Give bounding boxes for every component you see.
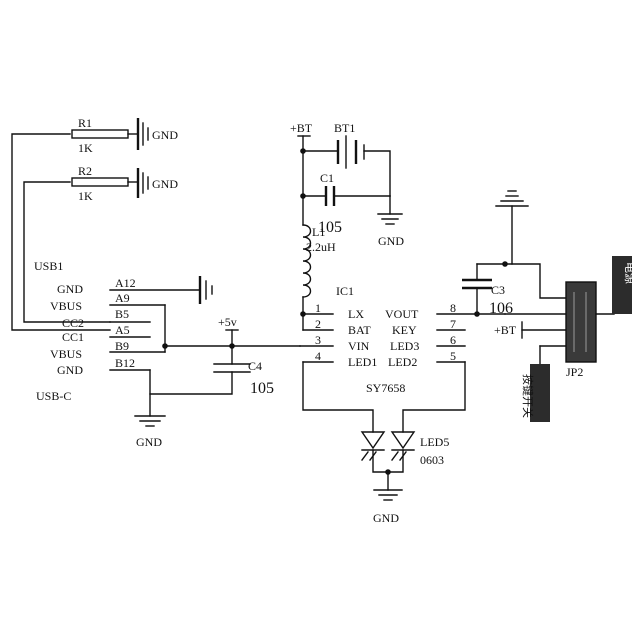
- ic-pin-name-led3: LED3: [390, 339, 419, 353]
- led-ref: LED5: [420, 435, 449, 449]
- r1-value: 1K: [78, 141, 93, 155]
- ic-ref: IC1: [336, 284, 354, 298]
- power-tab-label: 电源: [623, 262, 637, 284]
- jp2-ref: JP2: [566, 365, 583, 379]
- led-package: 0603: [420, 453, 444, 467]
- connector-section: C3 106 +BT JP2 电源 按键开关: [462, 191, 637, 422]
- ic-pin-num-8: 8: [450, 301, 456, 315]
- jp2-body: [566, 282, 596, 362]
- led-diode-b: [392, 432, 414, 448]
- usb-pin-name-vbus-a9: VBUS: [50, 299, 82, 313]
- c4-net-label: +5v: [218, 315, 237, 329]
- usb-pin-name-cc2: CC2: [62, 316, 84, 330]
- ic-pin-num-5: 5: [450, 349, 456, 363]
- ic-pin-num-6: 6: [450, 333, 456, 347]
- usb-pin-name-gnd-b12: GND: [57, 363, 83, 377]
- usb-pin-name-cc1: CC1: [62, 330, 84, 344]
- usb-pin-name-gnd-a12: GND: [57, 282, 83, 296]
- ic-pin-num-1: 1: [315, 301, 321, 315]
- key-tab-label: 按键开关: [521, 374, 535, 418]
- ic-pin-name-bat: BAT: [348, 323, 371, 337]
- jp2-net-label: +BT: [494, 323, 517, 337]
- bt-net-label: +BT: [290, 121, 313, 135]
- ic-pin-name-led1: LED1: [348, 355, 377, 369]
- ic-pin-name-key: KEY: [392, 323, 417, 337]
- inductor-ref: L1: [312, 225, 325, 239]
- usb-pin-num-a12: A12: [115, 276, 136, 290]
- ic-part-number: SY7658: [366, 381, 405, 395]
- usb-pin-num-b5: B5: [115, 307, 129, 321]
- r1-ref: R1: [78, 116, 92, 130]
- r1-gnd-label: GND: [152, 128, 178, 142]
- ic-pin-num-7: 7: [450, 317, 456, 331]
- inductor-value: 2.2uH: [306, 240, 336, 254]
- usb-pin-num-b12: B12: [115, 356, 135, 370]
- ic-pin-name-vin: VIN: [348, 339, 370, 353]
- c4-ref: C4: [248, 359, 262, 373]
- ic-pin-name-lx: LX: [348, 307, 364, 321]
- c3-ref: C3: [491, 283, 505, 297]
- ic-pin-num-2: 2: [315, 317, 321, 331]
- usb-gnd-label: GND: [136, 435, 162, 449]
- usb-section: R1 1K GND R2 1K GND USB1 GND A12 VBUS A9…: [12, 116, 300, 449]
- led-gnd-label: GND: [373, 511, 399, 525]
- r2-ref: R2: [78, 164, 92, 178]
- c1-gnd-label: GND: [378, 234, 404, 248]
- c1-ref: C1: [320, 171, 334, 185]
- usb-pin-num-a5: A5: [115, 323, 130, 337]
- resistor-r1: [72, 130, 128, 138]
- ic-section: IC1 1 2 3 4 LX BAT VIN LED1 VOUT KEY LED…: [300, 284, 505, 395]
- inductor-l1: [303, 225, 311, 297]
- ic-pin-num-4: 4: [315, 349, 321, 363]
- r2-gnd-label: GND: [152, 177, 178, 191]
- c4-value: 105: [250, 380, 274, 397]
- resistor-r2: [72, 178, 128, 186]
- usb-ref: USB1: [34, 259, 63, 273]
- battery-ref: BT1: [334, 121, 355, 135]
- r2-value: 1K: [78, 189, 93, 203]
- usb-type-label: USB-C: [36, 389, 71, 403]
- ic-pin-name-led2: LED2: [388, 355, 417, 369]
- usb-pin-num-b9: B9: [115, 339, 129, 353]
- ic-pin-name-vout: VOUT: [385, 307, 419, 321]
- ic-pin-num-3: 3: [315, 333, 321, 347]
- usb-pin-name-vbus-b9: VBUS: [50, 347, 82, 361]
- led-diode-a: [362, 432, 384, 448]
- usb-pin-num-a9: A9: [115, 291, 130, 305]
